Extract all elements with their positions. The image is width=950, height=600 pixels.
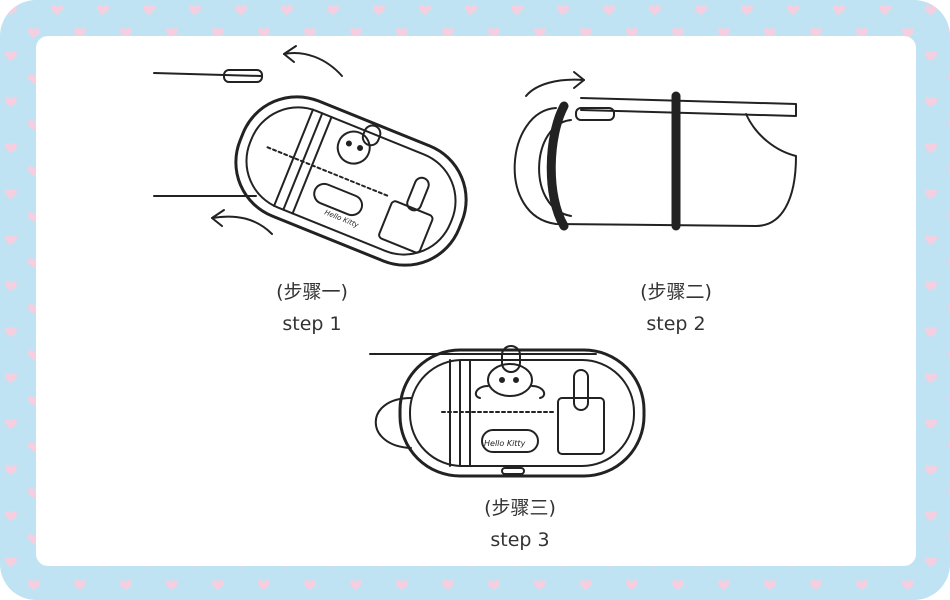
step2-label-en: step 2 (646, 313, 706, 335)
step3-label-en: step 3 (490, 529, 550, 551)
step2-label-zh: (步骤二) (640, 281, 712, 303)
step2-illustration (513, 71, 797, 231)
step1-illustration: Hello Kitty (153, 45, 468, 267)
rotate-arrow-icon (211, 215, 273, 235)
step1-label-zh: (步骤一) (276, 281, 348, 303)
hello-kitty-face-icon (487, 363, 533, 397)
step1-label-en: step 1 (282, 313, 342, 335)
visor-organizer-icon (398, 348, 646, 478)
installation-illustration: Hello Kitty (153, 45, 797, 478)
strap-icon (546, 101, 569, 231)
step3-illustration (369, 345, 646, 478)
step2-caption: (步骤二) step 2 (596, 276, 756, 340)
brand-label: Hello Kitty (484, 439, 526, 448)
step3-caption: (步骤三) step 3 (440, 492, 600, 556)
instruction-card: Hello Kitty (36, 36, 916, 566)
step1-caption: (步骤一) step 1 (232, 276, 392, 340)
rotate-arrow-icon (283, 52, 343, 77)
step3-label-zh: (步骤三) (484, 497, 556, 519)
visor-clip-icon (575, 107, 615, 121)
visor-clip-icon (223, 69, 263, 83)
visor-organizer-icon (234, 95, 468, 267)
rotate-arrow-icon (525, 78, 585, 97)
